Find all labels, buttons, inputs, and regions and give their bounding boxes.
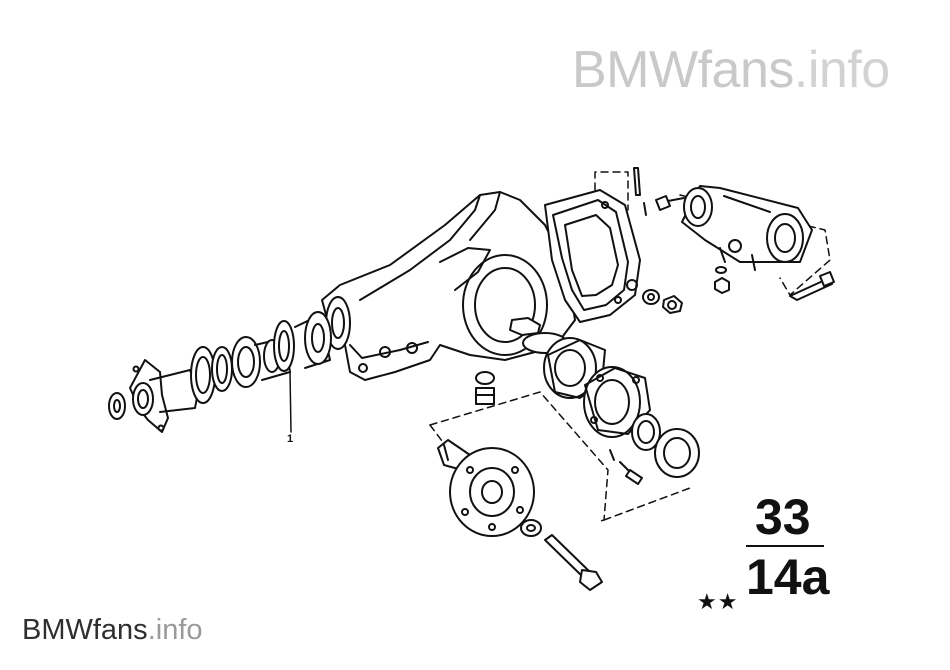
mount-bolts xyxy=(655,195,835,301)
housing-cover xyxy=(544,189,641,323)
differential-housing xyxy=(321,191,576,381)
input-flange-assembly xyxy=(108,359,199,433)
cover-bolts xyxy=(633,167,683,314)
group-number: 33 xyxy=(755,489,811,545)
watermark-top-suffix: .info xyxy=(793,41,890,99)
group-divider xyxy=(746,545,824,547)
group-subnumber: 14a xyxy=(746,549,830,605)
drain-plug xyxy=(475,371,495,405)
rubber-mount-bracket xyxy=(681,185,813,271)
watermark-bottom: BMWfans.info xyxy=(22,616,203,645)
watermark-bottom-brand: BMWfans xyxy=(22,614,148,646)
output-side-seals xyxy=(522,332,700,485)
callout-1: 1 xyxy=(287,433,293,445)
watermark-bottom-suffix: .info xyxy=(147,614,203,646)
drive-flange xyxy=(437,439,535,537)
watermark-top-brand: BMWfans xyxy=(572,41,794,99)
callout-leader xyxy=(289,371,292,433)
watermark-top: BMWfans.info xyxy=(572,44,890,96)
long-bolt xyxy=(520,519,603,591)
pinion-bearings xyxy=(190,311,332,404)
group-stars: ★★ xyxy=(697,590,739,615)
